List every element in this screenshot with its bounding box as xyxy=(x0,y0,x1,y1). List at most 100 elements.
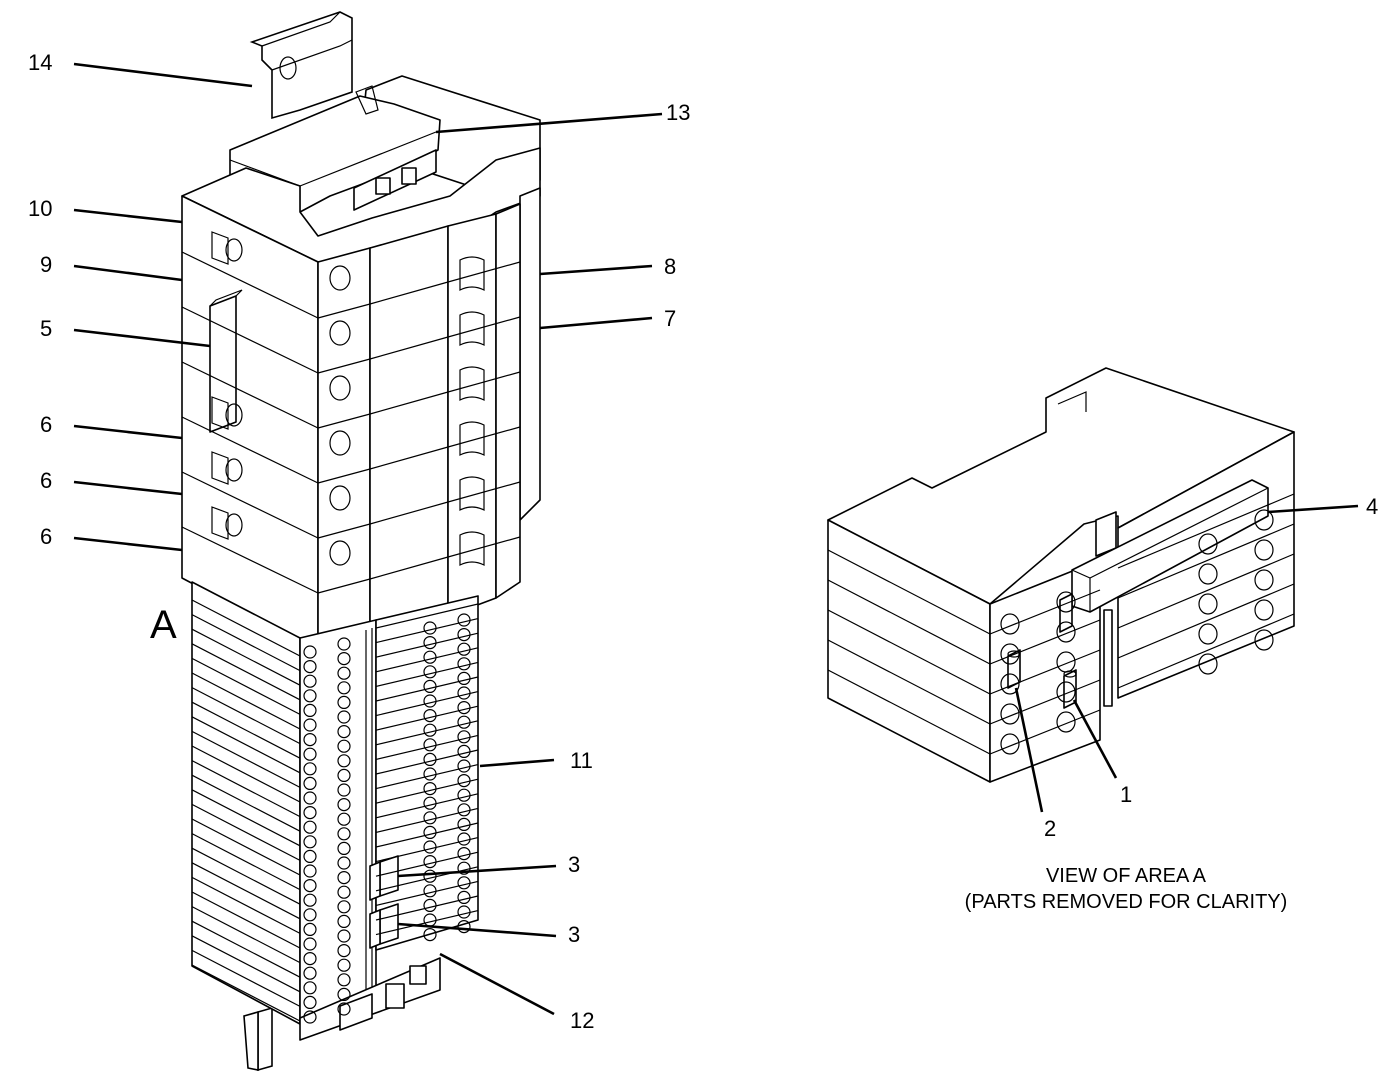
terminal-hole xyxy=(337,797,351,812)
terminal-plate-edge xyxy=(191,760,301,818)
detail-hole xyxy=(1000,733,1020,755)
terminal-plate-edge xyxy=(375,764,479,790)
detail-plate-edge xyxy=(1117,583,1295,659)
terminal-plate-edge xyxy=(191,672,301,730)
terminal-opening xyxy=(225,513,243,537)
terminal-hole xyxy=(303,703,317,718)
terminal-plate-edge xyxy=(375,851,479,877)
leader-12 xyxy=(439,952,555,1016)
leader-7 xyxy=(539,316,653,330)
callout-5: 5 xyxy=(40,316,52,341)
screw-hole xyxy=(329,265,351,291)
terminal-hole xyxy=(337,914,351,929)
area-a-detail-view xyxy=(827,367,1295,783)
terminal-plate-edge xyxy=(375,778,479,804)
terminal-plate-edge xyxy=(191,920,301,978)
end-bracket xyxy=(299,957,441,1041)
terminal-hole xyxy=(303,835,317,849)
upper-block-divider xyxy=(181,306,319,374)
detail-hole xyxy=(1198,563,1218,585)
terminal-plate-edge xyxy=(191,876,301,934)
detail-hole xyxy=(1000,613,1020,635)
detail-plate-edge xyxy=(989,709,1101,755)
terminal-hole xyxy=(337,856,351,870)
upper-block-divider xyxy=(181,471,319,539)
terminal-hole xyxy=(303,732,317,747)
terminal-plate-edge xyxy=(375,749,479,775)
leader-4 xyxy=(1267,504,1359,514)
terminal-hole xyxy=(303,864,317,878)
detail-hole xyxy=(1254,539,1274,561)
clip-profile xyxy=(459,476,485,511)
terminal-hole xyxy=(337,885,351,899)
terminal-hole xyxy=(303,674,317,688)
terminal-hole xyxy=(337,710,351,724)
terminal-plate-edge xyxy=(375,632,479,658)
terminal-hole xyxy=(303,820,317,834)
leader-10 xyxy=(73,208,183,224)
leader-6b xyxy=(73,480,183,496)
detail-hole xyxy=(1056,711,1076,733)
upper-block-divider xyxy=(317,468,371,484)
terminal-plate-edge xyxy=(375,910,479,936)
callout-6b: 6 xyxy=(40,468,52,493)
upper-block-divider xyxy=(369,556,449,580)
terminal-hole xyxy=(303,908,317,922)
terminal-hole xyxy=(303,659,317,674)
terminal-hole xyxy=(337,695,351,710)
terminal-opening xyxy=(211,451,229,485)
detail-plate-edge xyxy=(1117,613,1295,689)
terminal-hole xyxy=(337,637,351,651)
detail-plate-edge xyxy=(989,619,1101,665)
terminal-hole xyxy=(303,762,317,776)
terminal-plate-edge xyxy=(191,906,301,964)
upper-block-divider xyxy=(317,303,371,319)
terminal-plate-edge xyxy=(191,643,301,701)
detail-hole xyxy=(1254,629,1274,651)
terminal-opening xyxy=(225,403,243,427)
terminal-hole xyxy=(337,739,351,753)
upper-block-divider xyxy=(181,361,319,429)
terminal-plate-edge xyxy=(191,657,301,715)
leader-6a xyxy=(73,424,183,440)
leader-8 xyxy=(539,264,653,276)
terminal-hole xyxy=(337,987,351,1002)
callout-10: 10 xyxy=(28,196,52,221)
leader-3b xyxy=(397,922,557,938)
terminal-plate-edge xyxy=(191,716,301,774)
upper-block-divider xyxy=(369,391,449,415)
leader-3a xyxy=(397,864,557,878)
terminal-plate-edge xyxy=(375,603,479,629)
terminal-plate-edge xyxy=(191,687,301,745)
screw-hole xyxy=(329,540,351,566)
detail-plate-edge xyxy=(1117,493,1295,569)
terminal-plate-edge xyxy=(191,774,301,832)
terminal-plate-edge xyxy=(375,895,479,921)
terminal-hole xyxy=(337,929,351,943)
clip-profile xyxy=(459,311,485,346)
caption-line-1: VIEW OF AREA A xyxy=(1046,865,1207,887)
leader-5 xyxy=(73,328,211,348)
screw-hole xyxy=(329,320,351,346)
upper-block-divider xyxy=(317,358,371,374)
detail-plate-edge xyxy=(1117,553,1295,629)
detail-hole xyxy=(1000,703,1020,725)
terminal-hole xyxy=(337,681,351,695)
detail-hole xyxy=(1198,533,1218,555)
detail-hole xyxy=(1198,623,1218,645)
detail-plate-edge xyxy=(827,669,991,755)
terminal-plate-edge xyxy=(191,935,301,993)
terminal-plate-edge xyxy=(191,803,301,861)
terminal-plate-edge xyxy=(191,628,301,686)
terminal-plate-edge xyxy=(191,789,301,847)
terminal-hole xyxy=(337,870,351,885)
terminal-hole xyxy=(337,812,351,826)
detail-hole xyxy=(1198,593,1218,615)
terminal-plate-edge xyxy=(191,862,301,920)
leader-9 xyxy=(73,264,183,282)
terminal-plate-edge xyxy=(375,647,479,673)
clip-profile xyxy=(459,421,485,456)
detail-plate-edge xyxy=(827,549,991,635)
detail-hole xyxy=(1254,599,1274,621)
terminal-hole xyxy=(337,900,351,914)
